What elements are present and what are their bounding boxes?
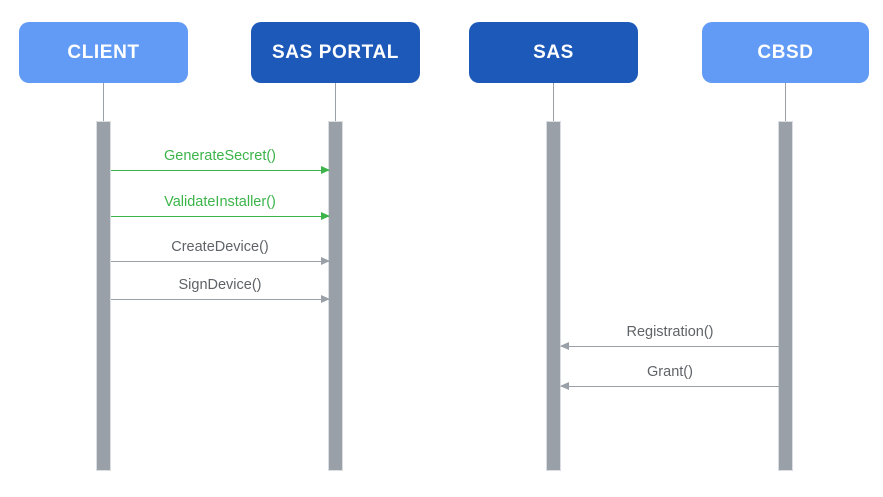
activation-bar-sas	[546, 121, 561, 471]
arrowhead-right-icon	[321, 295, 330, 303]
message-line	[111, 216, 329, 217]
message-label: GenerateSecret()	[163, 148, 277, 164]
lifeline-sas	[553, 83, 554, 121]
arrowhead-right-icon	[321, 166, 330, 174]
participant-box-cbsd[interactable]: CBSD	[702, 22, 869, 83]
participant-label-sas: SAS	[533, 41, 574, 63]
participant-label-sas-portal: SAS PORTAL	[271, 41, 400, 63]
lifeline-client	[103, 83, 104, 121]
message-line	[111, 261, 329, 262]
participant-label-cbsd: CBSD	[757, 41, 814, 63]
arrowhead-right-icon	[321, 257, 330, 265]
arrowhead-right-icon	[321, 212, 330, 220]
message-line	[111, 170, 329, 171]
activation-bar-sas-portal	[328, 121, 343, 471]
activation-bar-client	[96, 121, 111, 471]
message-line	[561, 346, 779, 347]
participant-box-sas-portal[interactable]: SAS PORTAL	[251, 22, 420, 83]
lifeline-sas-portal	[335, 83, 336, 121]
lifeline-cbsd	[785, 83, 786, 121]
arrowhead-left-icon	[560, 342, 569, 350]
message-label: CreateDevice()	[171, 239, 269, 255]
message-label: SignDevice()	[178, 277, 262, 293]
message-label: Grant()	[647, 364, 693, 380]
message-line	[111, 299, 329, 300]
participant-box-sas[interactable]: SAS	[469, 22, 638, 83]
participant-box-client[interactable]: CLIENT	[19, 22, 188, 83]
arrowhead-left-icon	[560, 382, 569, 390]
participant-label-client: CLIENT	[67, 41, 140, 63]
message-label: ValidateInstaller()	[164, 194, 276, 210]
message-line	[561, 386, 779, 387]
activation-bar-cbsd	[778, 121, 793, 471]
message-label: Registration()	[626, 324, 714, 340]
